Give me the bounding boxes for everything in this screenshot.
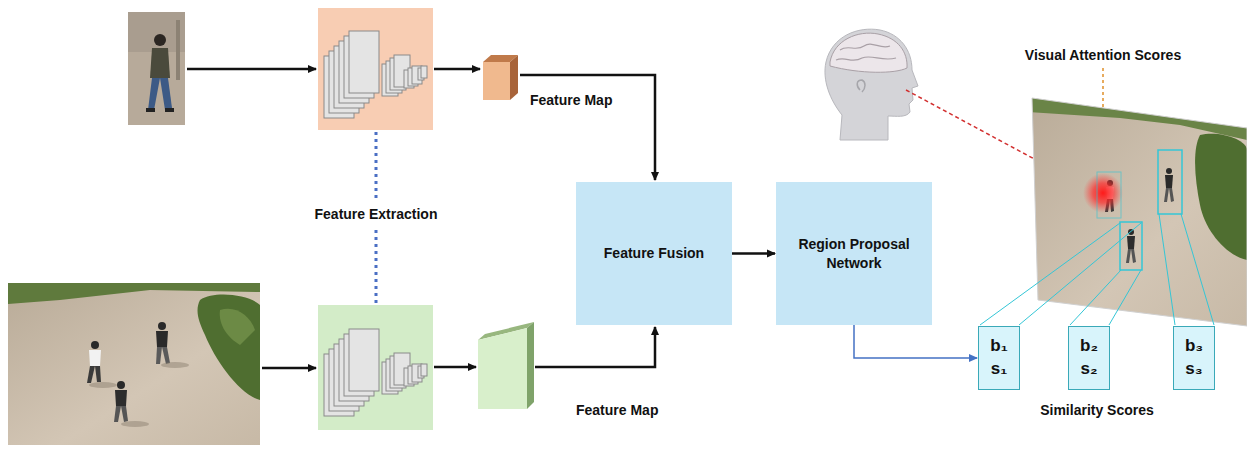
score-text: b₃ [1185,335,1203,358]
attention-scene-image [1030,96,1247,328]
scene-image [8,283,260,445]
human-head-icon [825,29,918,140]
score-box: b₁s₁ [978,326,1020,390]
flow-arrow [434,366,476,369]
leader-line [375,230,378,304]
process-box: Region Proposal Network [776,182,932,325]
score-text: b₁ [990,335,1007,358]
leader-line [375,132,378,198]
score-text: s₂ [1080,358,1097,381]
flow-arrow [262,367,316,370]
text-label: Feature Map [576,402,658,418]
score-box: b₃s₃ [1173,326,1215,390]
box-label: Feature Fusion [604,244,704,263]
flow-arrow [535,327,655,367]
score-text: s₁ [991,358,1008,381]
process-box: Feature Fusion [576,182,732,325]
flow-arrow [520,75,655,180]
feature-map [478,322,534,409]
score-text: s₃ [1185,358,1202,381]
flow-arrow [434,68,480,71]
leader-line [980,214,1214,325]
feature-map [483,55,518,100]
flow-arrow [187,68,316,71]
connector-arrow [854,325,977,358]
text-label: Feature Map [530,92,612,108]
box-label: Region Proposal Network [798,235,910,273]
text-label: Similarity Scores [1040,402,1154,418]
text-label: Visual Attention Scores [1025,47,1181,63]
query-image [128,12,185,125]
score-box: b₂s₂ [1068,326,1110,390]
score-text: b₂ [1080,335,1098,358]
text-label: Feature Extraction [315,206,438,222]
cnn-block [318,305,433,430]
connector-arrow [732,252,775,255]
cnn-block [318,8,433,130]
